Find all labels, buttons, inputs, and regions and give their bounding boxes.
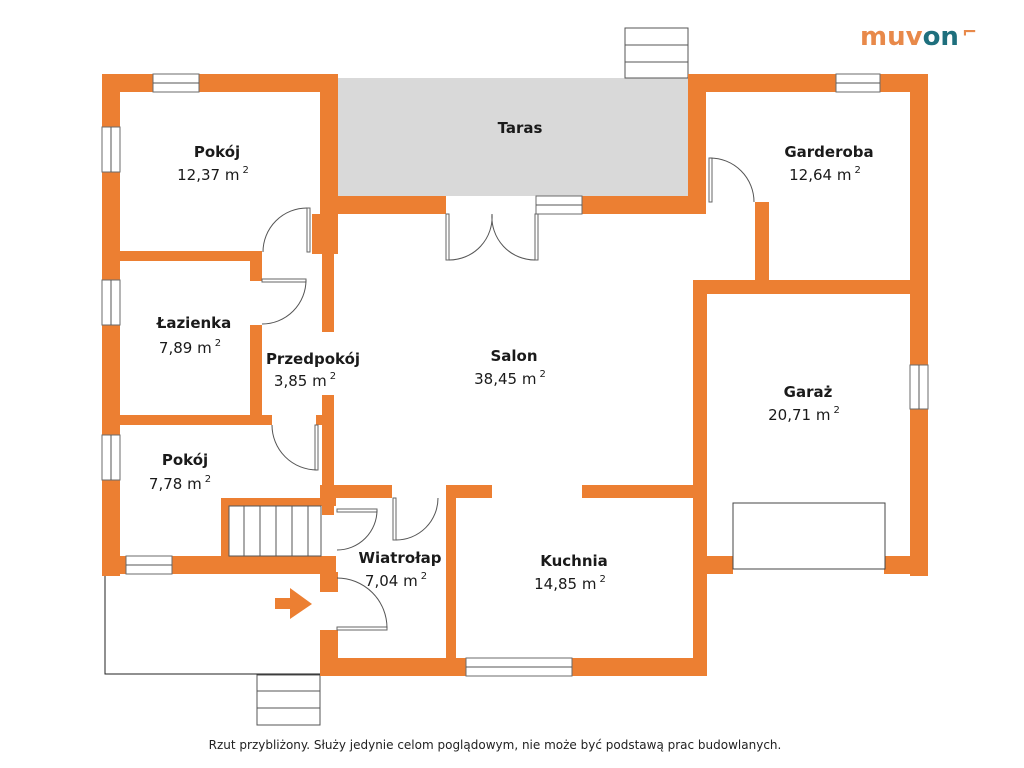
garage-door [732,502,886,570]
room-name: Pokój [194,143,240,161]
entry-arrow-icon [275,588,312,619]
room-name: Kuchnia [540,552,608,570]
room-name: Pokój [162,451,208,469]
room-name: Wiatrołap [358,549,441,567]
muvon-logo: muvon⌐ [860,22,977,52]
room-label-taras: Taras [498,119,543,137]
disclaimer-text: Rzut przybliżony. Służy jedynie celom po… [208,738,782,752]
interior-stairs [228,505,322,557]
room-name: Łazienka [156,314,232,332]
room-name: Salon [490,347,537,365]
room-name: Przedpokój [266,350,360,368]
windows [101,73,929,677]
doors [261,157,755,631]
stairs-top [624,27,689,79]
logo-text-on: on [922,22,959,52]
logo-text-muv: muv [860,22,923,52]
room-name: Garaż [784,383,833,401]
porch-outline [104,573,320,675]
logo-mark-icon: ⌐ [961,22,978,43]
room-name: Taras [498,119,543,137]
room-name: Garderoba [784,143,873,161]
terrace-area [338,78,688,196]
stairs-entry [256,674,321,726]
